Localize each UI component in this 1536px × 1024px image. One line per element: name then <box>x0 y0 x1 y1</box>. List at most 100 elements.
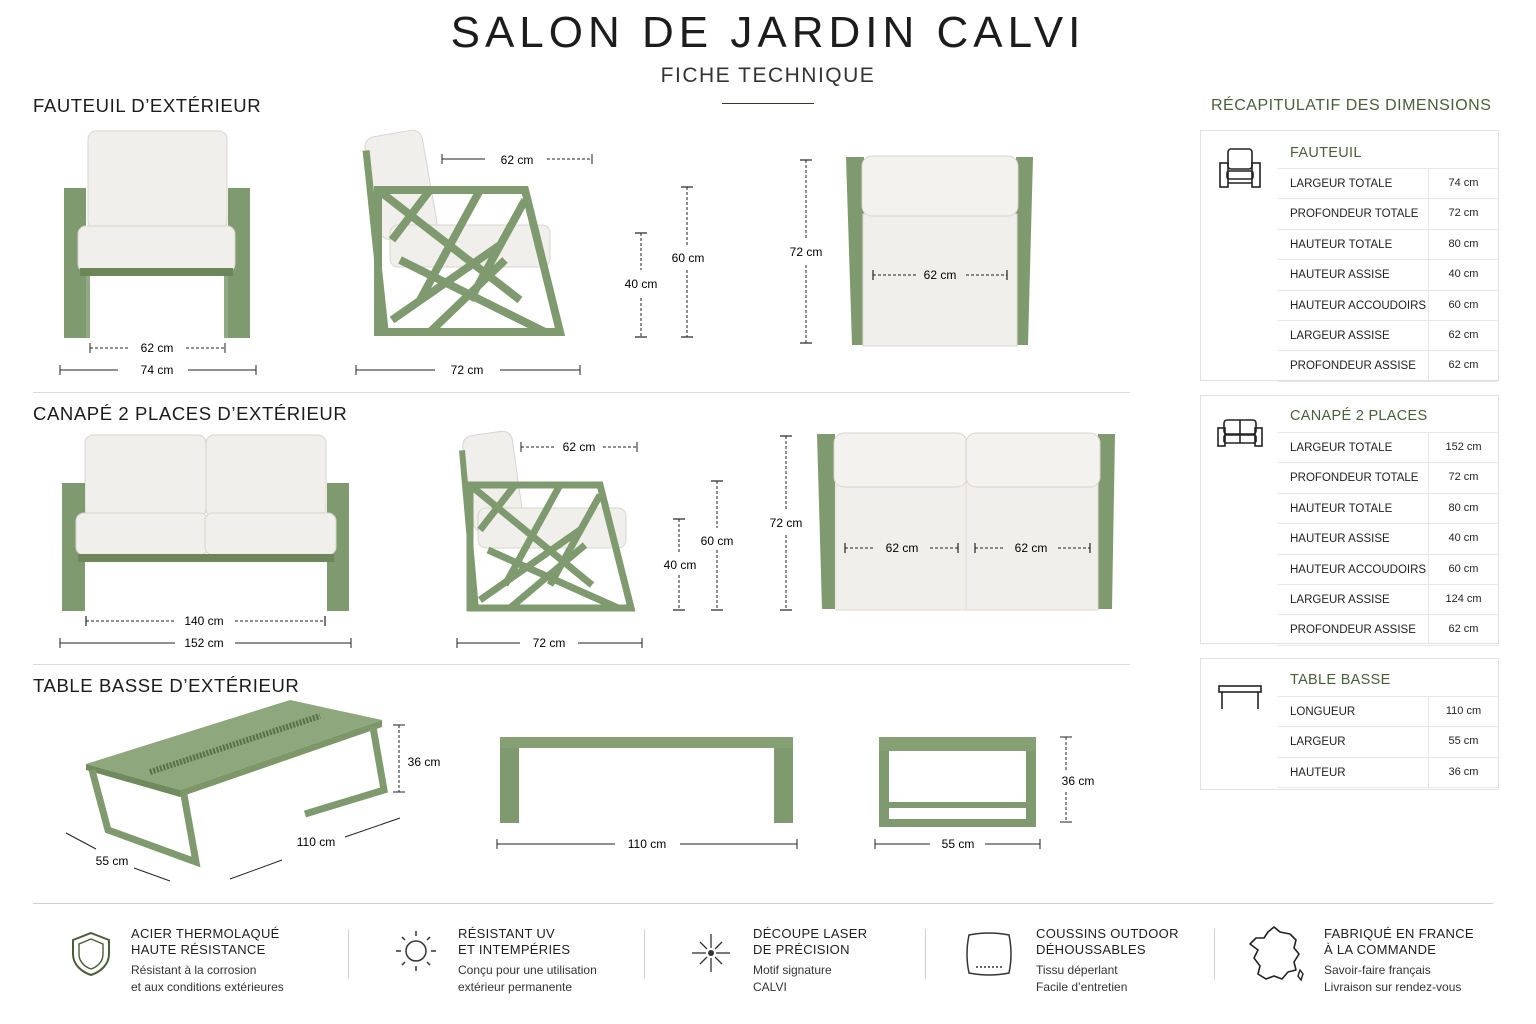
dim-label: 36 cm <box>1062 774 1095 788</box>
page-title: SALON DE JARDIN CALVI <box>450 8 1086 57</box>
feature-desc: Résistant à la corrosion <box>131 963 257 977</box>
feature-title: ET INTEMPÉRIES <box>458 942 571 957</box>
feature-separator <box>1214 929 1215 979</box>
sofa-front-view <box>62 434 349 611</box>
cushion-icon <box>966 932 1012 976</box>
section-title-canape: CANAPÉ 2 PLACES D’EXTÉRIEUR <box>33 403 348 424</box>
dim-armchair-seat-width <box>89 343 226 353</box>
feature-title: COUSSINS OUTDOOR <box>1036 926 1179 941</box>
technical-drawings: 62 cm 74 cm 62 cm 72 cm 40 cm 60 cm 72 c… <box>59 129 1115 882</box>
dim-label: 74 cm <box>141 363 174 377</box>
coffee-table-icon <box>1218 685 1262 709</box>
dim-label: 60 cm <box>701 534 734 548</box>
armchair-top-view <box>846 155 1033 347</box>
dim-label: 62 cm <box>501 153 534 167</box>
sofa-side-view <box>459 430 636 612</box>
section-divider <box>33 392 1130 393</box>
dim-label: 40 cm <box>625 277 658 291</box>
recap-title: RÉCAPITULATIF DES DIMENSIONS <box>1211 97 1492 114</box>
feature-desc: Facile d’entretien <box>1036 980 1128 994</box>
feature-desc: extérieur permanente <box>458 980 573 994</box>
feature-item: RÉSISTANT UV ET INTEMPÉRIES Conçu pour u… <box>458 926 597 996</box>
armchair-side-view <box>362 129 566 336</box>
dim-label: 62 cm <box>563 440 596 454</box>
title-divider <box>722 103 814 104</box>
recap-panel-title: CANAPÉ 2 PLACES <box>1290 408 1428 424</box>
coffee-table-iso-view <box>86 700 388 868</box>
dim-label: 62 cm <box>141 341 174 355</box>
dim-label: 72 cm <box>451 363 484 377</box>
feature-desc: Livraison sur rendez-vous <box>1324 980 1462 994</box>
sofa-top-view <box>817 432 1115 611</box>
dim-label: 40 cm <box>664 558 697 572</box>
coffee-table-side-view <box>879 737 1036 827</box>
feature-desc: CALVI <box>753 980 787 994</box>
feature-item: COUSSINS OUTDOOR DÉHOUSSABLES Tissu dépe… <box>1036 926 1179 996</box>
section-title-fauteuil: FAUTEUIL D’EXTÉRIEUR <box>33 95 262 116</box>
sun-icon <box>396 931 436 971</box>
france-map-icon <box>1249 926 1304 982</box>
sofa-icon <box>1217 419 1263 447</box>
dim-label: 36 cm <box>408 755 441 769</box>
feature-desc: Motif signature <box>753 963 832 977</box>
armchair-icon <box>1219 148 1261 188</box>
feature-separator <box>644 929 645 979</box>
recap-panel-title: FAUTEUIL <box>1290 145 1362 161</box>
feature-title: À LA COMMANDE <box>1324 942 1437 957</box>
feature-separator <box>925 929 926 979</box>
recap-panel-title: TABLE BASSE <box>1290 672 1391 688</box>
dim-label: 62 cm <box>886 541 919 555</box>
feature-title: DÉHOUSSABLES <box>1036 942 1146 957</box>
feature-desc: Savoir-faire français <box>1324 963 1431 977</box>
dim-label: 55 cm <box>96 854 129 868</box>
dim-label: 62 cm <box>924 268 957 282</box>
dim-label: 72 cm <box>790 245 823 259</box>
feature-item: ACIER THERMOLAQUÉ HAUTE RÉSISTANCE Résis… <box>131 926 284 996</box>
dim-label: 110 cm <box>628 837 666 851</box>
dim-label: 152 cm <box>184 636 223 650</box>
footer-divider <box>33 903 1493 904</box>
feature-desc: Conçu pour une utilisation <box>458 963 597 977</box>
dim-label: 60 cm <box>672 251 705 265</box>
page-subtitle: FICHE TECHNIQUE <box>660 64 876 87</box>
feature-desc: et aux conditions extérieures <box>131 980 284 994</box>
dim-label: 55 cm <box>942 837 975 851</box>
dim-label: 62 cm <box>1015 541 1048 555</box>
feature-title: ACIER THERMOLAQUÉ <box>131 926 280 941</box>
armchair-front-view <box>64 130 250 338</box>
dim-label: 72 cm <box>770 516 803 530</box>
dim-label: 110 cm <box>297 835 335 849</box>
coffee-table-front-view <box>500 737 793 823</box>
feature-title: HAUTE RÉSISTANCE <box>131 942 266 957</box>
feature-title: DE PRÉCISION <box>753 942 850 957</box>
section-divider <box>33 664 1130 665</box>
feature-title: FABRIQUÉ EN FRANCE <box>1324 926 1474 941</box>
section-title-table: TABLE BASSE D’EXTÉRIEUR <box>33 675 300 696</box>
feature-item: FABRIQUÉ EN FRANCE À LA COMMANDE Savoir-… <box>1324 926 1474 996</box>
shield-icon <box>72 931 110 977</box>
feature-item: DÉCOUPE LASER DE PRÉCISION Motif signatu… <box>753 926 867 996</box>
feature-title: RÉSISTANT UV <box>458 926 556 941</box>
feature-separator <box>348 929 349 979</box>
dim-label: 72 cm <box>533 636 566 650</box>
laser-icon <box>692 934 730 972</box>
feature-title: DÉCOUPE LASER <box>753 926 868 941</box>
